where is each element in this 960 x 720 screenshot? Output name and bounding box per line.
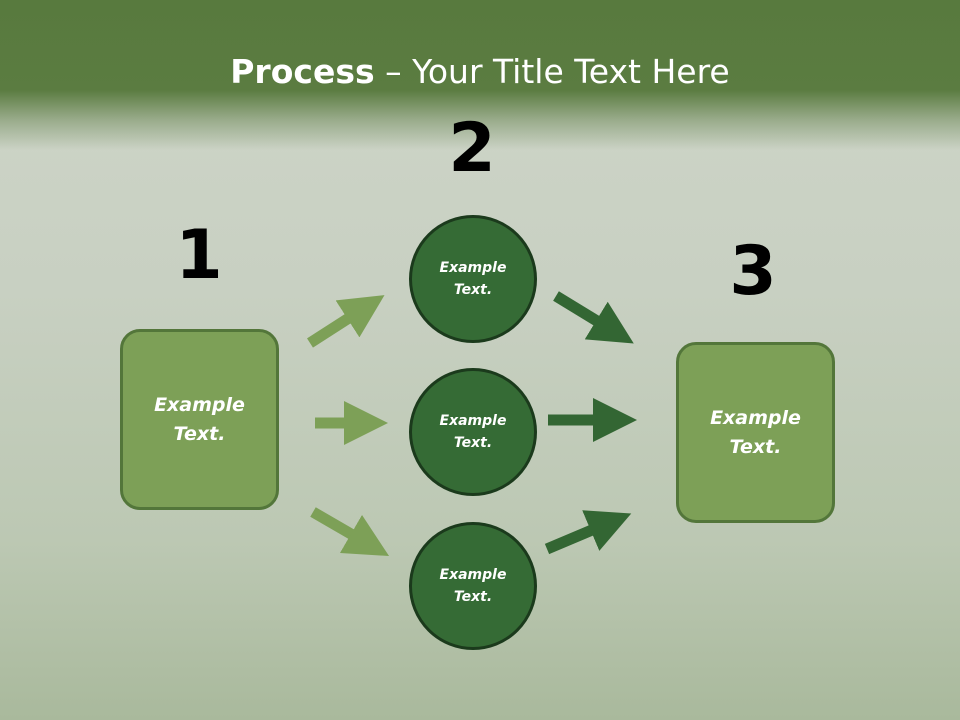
arrow-2a-to-3	[553, 291, 634, 344]
step-2-label-2: Example Text.	[439, 412, 507, 451]
title-banner	[0, 0, 960, 150]
step-1-label: Example Text.	[154, 394, 245, 445]
step-number-3: 3	[729, 232, 777, 311]
step-number-2: 2	[448, 109, 496, 188]
slide-title: Process – Your Title Text Here	[0, 52, 960, 91]
step-2-label-1: Example Text.	[439, 259, 507, 298]
step-2-circle-2: Example Text.	[409, 368, 537, 496]
step-3-label: Example Text.	[710, 407, 801, 458]
title-bold: Process	[230, 52, 375, 91]
arrow-2c-to-3	[544, 510, 632, 555]
step-number-1: 1	[175, 216, 223, 295]
arrow-1-to-2a	[307, 295, 385, 348]
step-1-box: Example Text.	[120, 329, 279, 510]
step-2-circle-1: Example Text.	[409, 215, 537, 343]
step-2-label-3: Example Text.	[439, 566, 507, 605]
step-2-circle-3: Example Text.	[409, 522, 537, 650]
title-rest: – Your Title Text Here	[374, 52, 730, 91]
step-3-box: Example Text.	[676, 342, 835, 523]
arrow-1-to-2c	[310, 507, 390, 557]
